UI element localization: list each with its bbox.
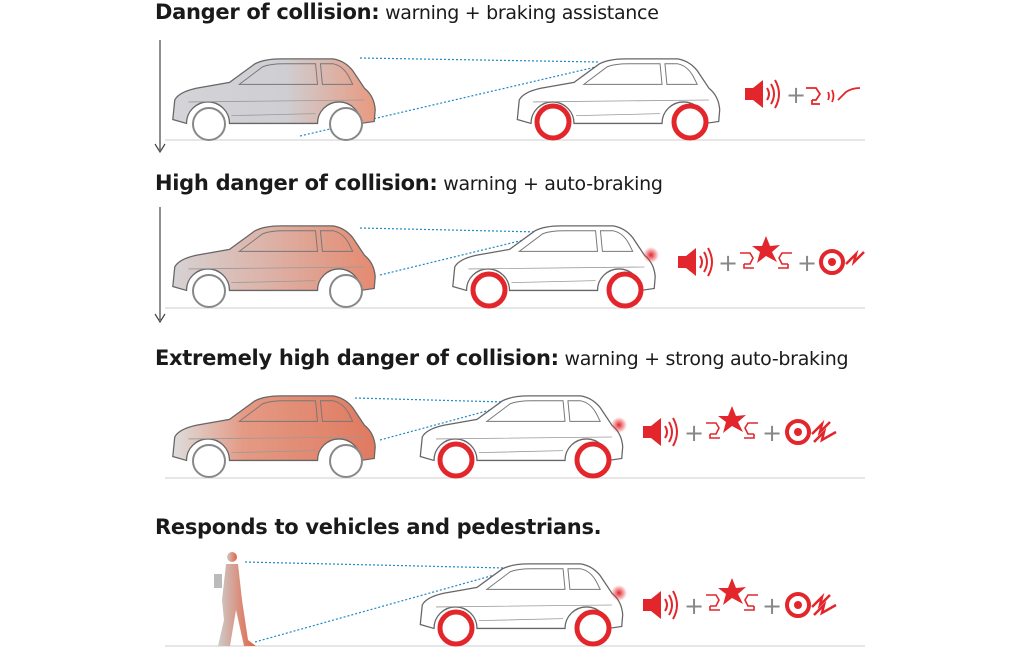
arrow-head-icon: [154, 313, 166, 324]
tire-strong-brake-icon: [785, 419, 837, 445]
row4-heading: Responds to vehicles and pedestrians.: [155, 515, 602, 539]
row1-icons: +: [745, 79, 861, 109]
sensor-beam: [244, 561, 506, 643]
row1-heading-rest: warning + braking assistance: [379, 2, 659, 24]
row3-heading-rest: warning + strong auto-braking: [558, 348, 849, 370]
collision-star-icon: [706, 406, 758, 439]
plus-sign: +: [684, 419, 704, 447]
plus-sign: +: [762, 592, 782, 620]
row2-heading: High danger of collision: warning + auto…: [155, 171, 663, 195]
sensor-beam: [299, 57, 601, 137]
speaker-warning-icon: [643, 417, 678, 447]
row3-heading: Extremely high danger of collision: warn…: [155, 346, 849, 370]
row2-heading-rest: warning + auto-braking: [437, 173, 663, 195]
row4-heading-bold: Responds to vehicles and pedestrians.: [155, 515, 602, 539]
row3-illustration: [165, 395, 865, 479]
tire-brake-icon: [819, 249, 865, 275]
pedestrian: [214, 552, 256, 646]
leading-car: [172, 58, 376, 141]
row1-heading: Danger of collision: warning + braking a…: [155, 0, 659, 24]
sensor-beam: [359, 227, 541, 276]
sensor-beam: [354, 397, 506, 441]
speaker-warning-icon: [678, 247, 713, 277]
row2-icons: + +: [678, 236, 865, 277]
row2-illustration: [154, 207, 865, 324]
brake-light: [611, 585, 627, 601]
plus-sign: +: [684, 592, 704, 620]
row3-icons: + +: [643, 406, 837, 447]
brake-pedal-assist-icon: [806, 87, 861, 105]
row3-heading-bold: Extremely high danger of collision:: [155, 346, 559, 370]
plus-sign: +: [762, 419, 782, 447]
plus-sign: +: [797, 249, 817, 277]
row1-illustration: [154, 40, 865, 154]
collision-star-icon: [740, 236, 792, 269]
row4-icons: + +: [643, 578, 837, 620]
speaker-warning-icon: [745, 79, 780, 109]
brake-light: [643, 247, 659, 263]
tire-strong-brake-icon: [785, 592, 837, 618]
row2-heading-bold: High danger of collision:: [155, 171, 438, 195]
brake-light: [611, 417, 627, 433]
plus-sign: +: [718, 249, 738, 277]
row4-illustration: [165, 552, 865, 647]
own-car: [419, 563, 627, 647]
arrow-head-icon: [154, 143, 166, 154]
collision-star-icon: [706, 578, 758, 611]
row1-heading-bold: Danger of collision:: [155, 0, 380, 24]
plus-sign: +: [786, 81, 806, 109]
speaker-warning-icon: [643, 590, 678, 620]
leading-car: [172, 225, 376, 308]
own-car: [419, 395, 627, 479]
leading-car: [172, 395, 376, 478]
own-car: [516, 58, 721, 141]
own-car: [452, 225, 659, 309]
